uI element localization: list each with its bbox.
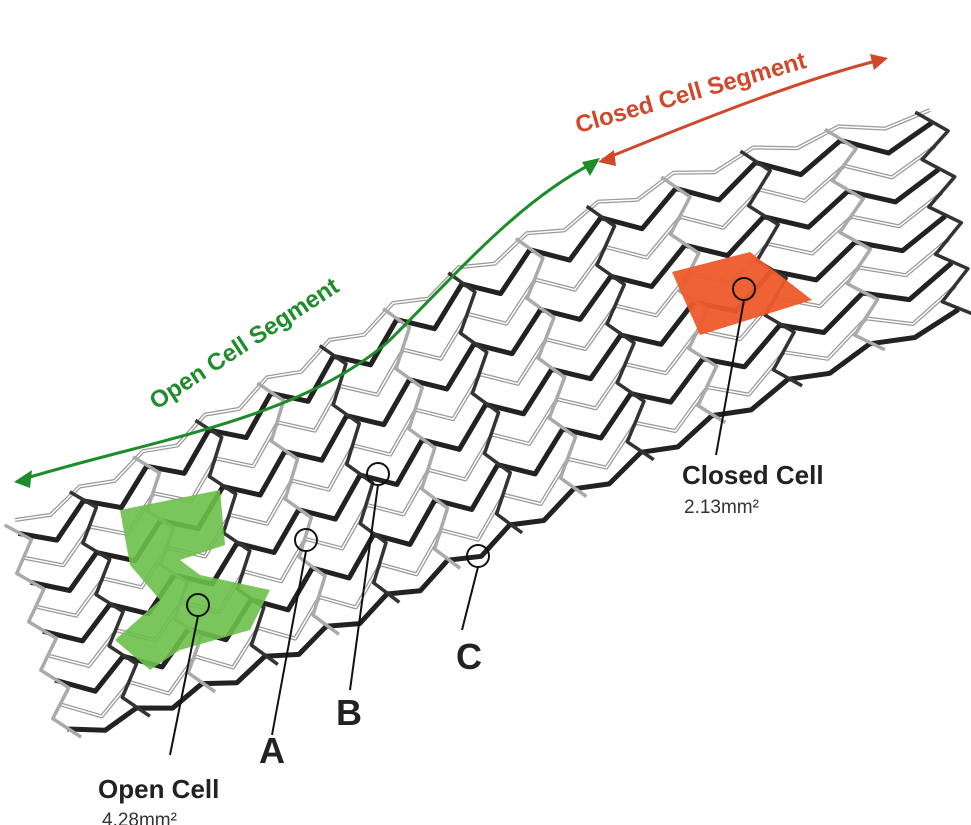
- closed-cell-label: Closed Cell: [682, 460, 824, 490]
- stent-connector: [194, 418, 279, 666]
- stent-connector: [447, 271, 524, 535]
- open-cell-area: 4.28mm²: [102, 810, 177, 825]
- closed-cell-highlight: [672, 252, 812, 335]
- closed-cell-marker-leader: [715, 299, 745, 456]
- marker-b-leader: [349, 484, 379, 691]
- open-arrow-head-right: [582, 158, 600, 176]
- marker-c-leader: [461, 566, 479, 631]
- open-cell-label: Open Cell: [98, 774, 220, 804]
- open-arrow-head-left: [14, 470, 32, 488]
- stent-connector: [318, 344, 401, 604]
- stent-connector: [382, 307, 462, 570]
- label-a: A: [259, 730, 285, 771]
- closed-segment-arrow: [601, 58, 881, 162]
- closed-arrow-head-right: [870, 54, 888, 70]
- stent-connector: [585, 204, 655, 462]
- stent-strut-highlight: [14, 109, 931, 521]
- stent-connector: [914, 110, 971, 316]
- stent-strut-highlight: [24, 145, 936, 567]
- stent-connector: [514, 237, 588, 499]
- open-segment-arrow: [19, 160, 596, 482]
- marker-b: [366, 462, 390, 486]
- label-c: C: [456, 636, 482, 677]
- stent-connector: [68, 490, 151, 718]
- closed-cell-area: 2.13mm²: [684, 497, 759, 518]
- stent-connector: [824, 127, 886, 352]
- marker-a-leader: [271, 550, 307, 736]
- marker-a: [294, 528, 318, 552]
- closed-arrow-head-left: [598, 150, 616, 166]
- open-cell-marker-leader: [169, 615, 199, 756]
- stent-strut-row: [67, 307, 960, 733]
- stent-connector: [256, 381, 340, 636]
- marker-c: [466, 544, 490, 568]
- open-cell-marker: [186, 593, 210, 617]
- open-cell-highlight: [115, 490, 270, 670]
- stent-strut-row: [17, 120, 934, 543]
- stent-connector: [3, 523, 83, 739]
- label-b: B: [336, 692, 362, 733]
- closed-cell-marker: [732, 277, 756, 301]
- stent-strut-highlight: [60, 285, 956, 718]
